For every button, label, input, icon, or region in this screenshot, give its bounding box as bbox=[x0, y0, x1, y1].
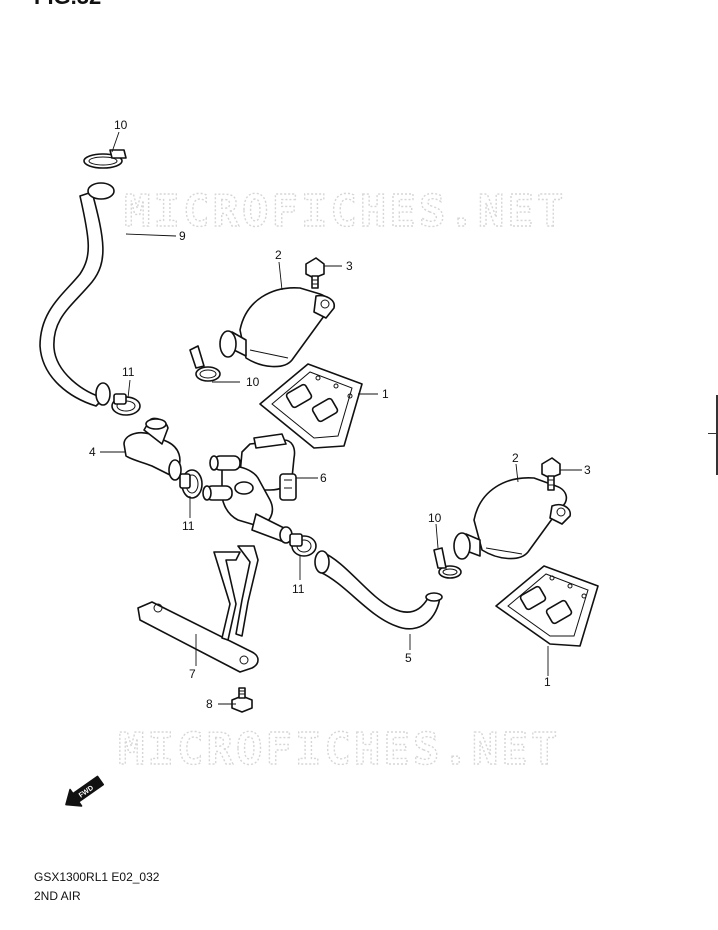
model-code: GSX1300RL1 E02_032 bbox=[34, 870, 160, 884]
callout-2-upper: 2 bbox=[275, 248, 282, 262]
page-edge-mark bbox=[716, 395, 718, 475]
bolt-part-3-lower bbox=[541, 457, 561, 491]
reed-valve-part-1-upper bbox=[259, 363, 363, 449]
callout-1-lower: 1 bbox=[544, 675, 551, 689]
callout-7: 7 bbox=[189, 667, 196, 681]
callout-11-lower: 11 bbox=[292, 582, 305, 596]
callout-10-middle: 10 bbox=[246, 375, 260, 389]
fwd-arrow-icon: FWD bbox=[65, 775, 105, 807]
reed-valve-part-1-lower bbox=[495, 565, 599, 647]
clamp-part-11-upper bbox=[111, 393, 141, 416]
clamp-part-11-lower bbox=[289, 533, 317, 557]
valve-part-6 bbox=[202, 433, 297, 544]
clip-part-10-lower bbox=[433, 547, 462, 579]
callout-4: 4 bbox=[89, 445, 96, 459]
bolt-part-3-upper bbox=[305, 257, 325, 289]
figure-caption: 2ND AIR bbox=[34, 889, 81, 903]
hose-part-5 bbox=[314, 550, 443, 630]
callout-11-middle: 11 bbox=[182, 519, 195, 533]
leader-lines bbox=[100, 131, 582, 705]
cover-part-2-lower bbox=[453, 477, 572, 560]
clip-part-10-middle bbox=[189, 345, 221, 382]
callout-11-upper: 11 bbox=[122, 365, 135, 379]
callout-2-lower: 2 bbox=[512, 451, 519, 465]
callout-3-lower: 3 bbox=[584, 463, 591, 477]
cover-part-2-upper bbox=[219, 287, 336, 368]
hose-part-9 bbox=[39, 182, 115, 407]
bolt-part-8 bbox=[231, 687, 253, 713]
figure-title: FIG.32 bbox=[34, 0, 101, 9]
callout-9: 9 bbox=[179, 229, 186, 243]
callout-3-upper: 3 bbox=[346, 259, 353, 273]
watermark-bottom: MICROFICHES.NET bbox=[118, 724, 560, 775]
callout-10-lower: 10 bbox=[428, 511, 442, 525]
callout-1-upper: 1 bbox=[382, 387, 389, 401]
page-edge-tick bbox=[708, 433, 718, 434]
callout-10-top: 10 bbox=[114, 118, 128, 132]
callout-8: 8 bbox=[206, 697, 213, 711]
clip-part-10-top bbox=[83, 149, 127, 169]
watermark-top: MICROFICHES.NET bbox=[124, 186, 566, 237]
elbow-hose-part-4 bbox=[123, 417, 182, 481]
bracket-part-7 bbox=[137, 545, 259, 673]
clamp-part-11-middle bbox=[179, 469, 203, 499]
callout-5: 5 bbox=[405, 651, 412, 665]
callout-6: 6 bbox=[320, 471, 327, 485]
